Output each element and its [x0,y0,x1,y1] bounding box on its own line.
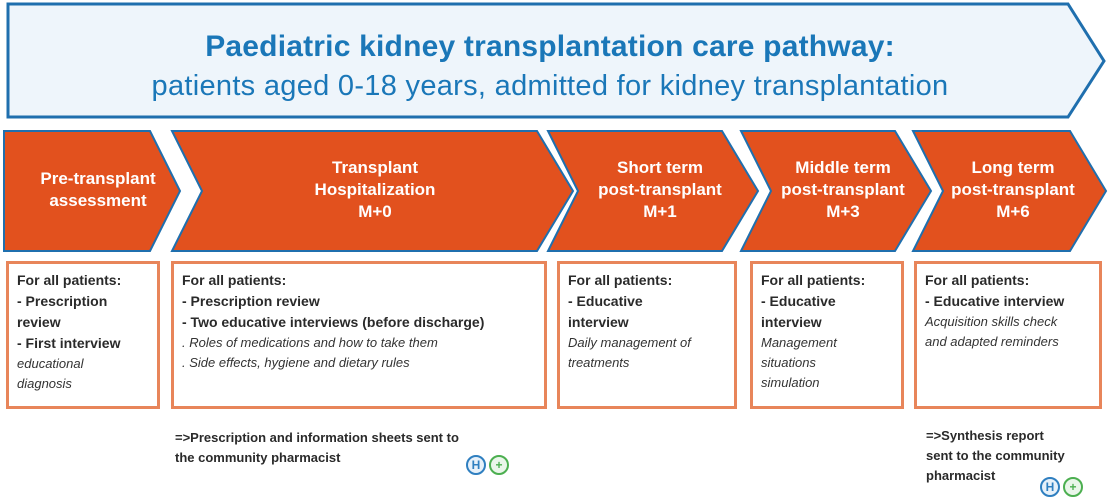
title-banner-arrow [6,2,1106,119]
page-subtitle: patients aged 0-18 years, admitted for k… [151,70,949,102]
detail-box-long-term: For all patients: - Educative interview … [914,261,1102,409]
detail-box-hospitalization: For all patients: - Prescription review … [171,261,547,409]
note-hospitalization: =>Prescription and information sheets se… [175,430,459,465]
pharmacy-icons-long-term: H + [1040,477,1083,497]
pharmacy-cross-icon: + [1063,477,1083,497]
stage-label-middle-term: Middle term post-transplant M+3 [781,158,905,221]
pharmacy-cross-icon: + [489,455,509,475]
stage-arrow-short-term [546,130,760,252]
detail-box-pretransplant: For all patients: - Prescription review … [6,261,160,409]
stage-arrow-pretransplant [3,130,182,252]
detail-box-short-term: For all patients: - Educative interview … [557,261,737,409]
stage-arrow-hospitalization [170,130,575,252]
hospital-icon: H [466,455,486,475]
stage-arrow-middle-term [739,130,933,252]
pharmacy-icons-hospitalization: H + [466,455,509,475]
page-title: Paediatric kidney transplantation care p… [205,30,895,63]
stage-label-pretransplant: Pre-transplant assessment [40,169,156,210]
stage-label-long-term: Long term post-transplant M+6 [951,158,1075,221]
stage-arrow-long-term [911,130,1108,252]
note-long-term: =>Synthesis report sent to the community… [926,428,1065,483]
stage-label-hospitalization: Transplant Hospitalization M+0 [314,158,436,221]
stage-label-short-term: Short term post-transplant M+1 [598,158,722,221]
detail-box-middle-term: For all patients: - Educative interview … [750,261,904,409]
hospital-icon: H [1040,477,1060,497]
